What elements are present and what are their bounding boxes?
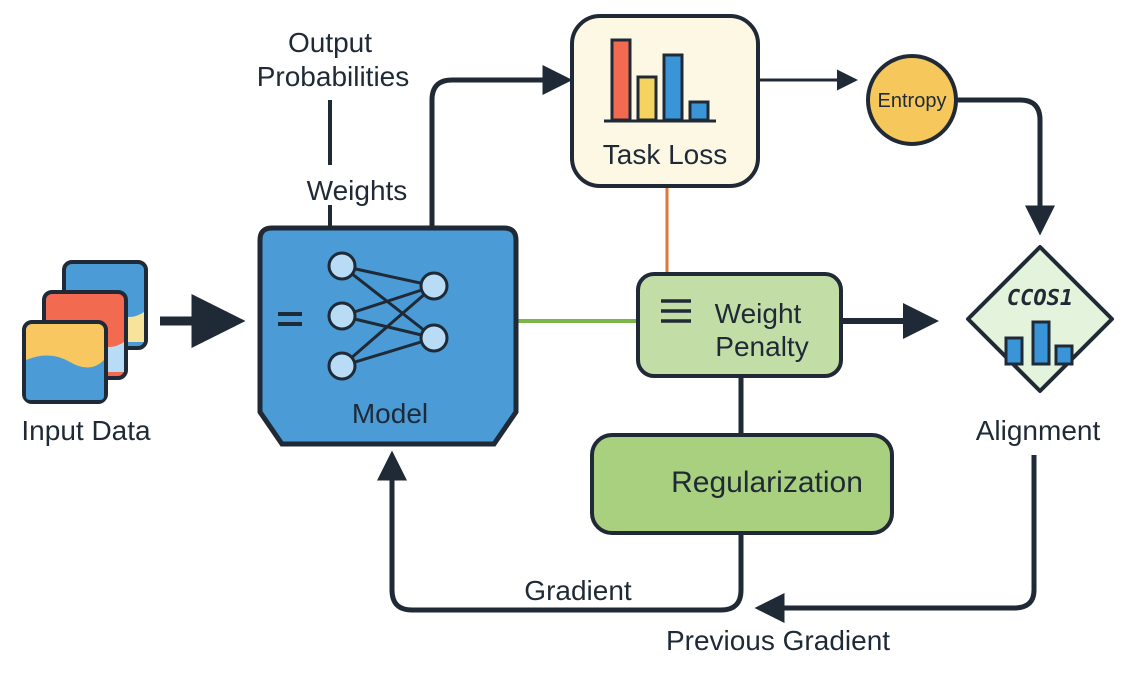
neural-network-icon [278, 251, 449, 381]
model-to-task-loss-arrow [429, 65, 573, 232]
menu-lines-icon [661, 299, 691, 323]
bar-chart-icon [604, 38, 716, 123]
previous-gradient-label: Previous Gradient [666, 625, 890, 656]
bar-chart-icon [1004, 320, 1074, 366]
task-loss-label: Task Loss [603, 139, 728, 170]
alignment-label: Alignment [976, 415, 1101, 446]
previous-gradient-arrow [754, 455, 1037, 623]
alignment-node[interactable]: CCOS1 [966, 245, 1114, 393]
gradient-arrow [377, 450, 744, 613]
entropy-node[interactable]: Entropy [866, 54, 958, 146]
model-label: Model [352, 398, 428, 429]
output-probabilities-label-line2: Probabilities [257, 61, 410, 92]
weight-penalty-node[interactable]: Weight Penalty [636, 272, 843, 378]
weights-label: Weights [307, 175, 408, 206]
weight-penalty-label-line2: Penalty [715, 331, 808, 362]
weight-penalty-label-line1: Weight [715, 298, 802, 329]
input-data-label: Input Data [21, 415, 151, 446]
model-node[interactable]: Model [257, 225, 519, 447]
entropy-to-alignment-arrow [956, 97, 1055, 236]
alignment-symbol: CCOS1 [1007, 286, 1073, 311]
entropy-label: Entropy [878, 90, 947, 112]
regularization-node[interactable]: Regularization [590, 433, 894, 535]
output-probabilities-label-line1: Output [288, 27, 372, 58]
stacked-data-cards-icon [22, 260, 148, 404]
gradient-label: Gradient [524, 575, 632, 606]
task-loss-node[interactable]: Task Loss [570, 14, 760, 188]
regularization-label: Regularization [671, 466, 863, 499]
